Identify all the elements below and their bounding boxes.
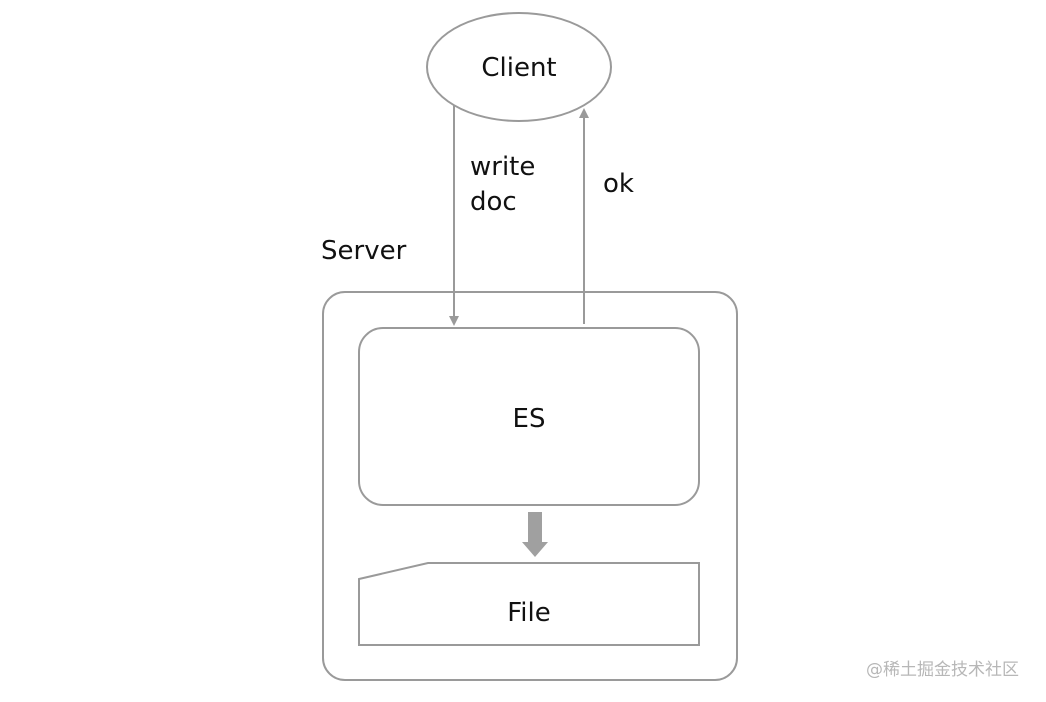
es-label: ES [512,404,546,434]
write-doc-label-line2: doc [470,187,517,217]
server-label: Server [321,236,407,266]
file-label: File [507,598,551,628]
watermark-text: @稀土掘金技术社区 [866,660,1019,680]
ok-label: ok [603,169,634,199]
client-label: Client [481,53,557,83]
write-doc-label-line1: write [470,152,536,182]
es-node [358,327,700,506]
flush-down-arrow [522,512,548,557]
file-node [358,562,700,646]
client-node [426,12,612,122]
